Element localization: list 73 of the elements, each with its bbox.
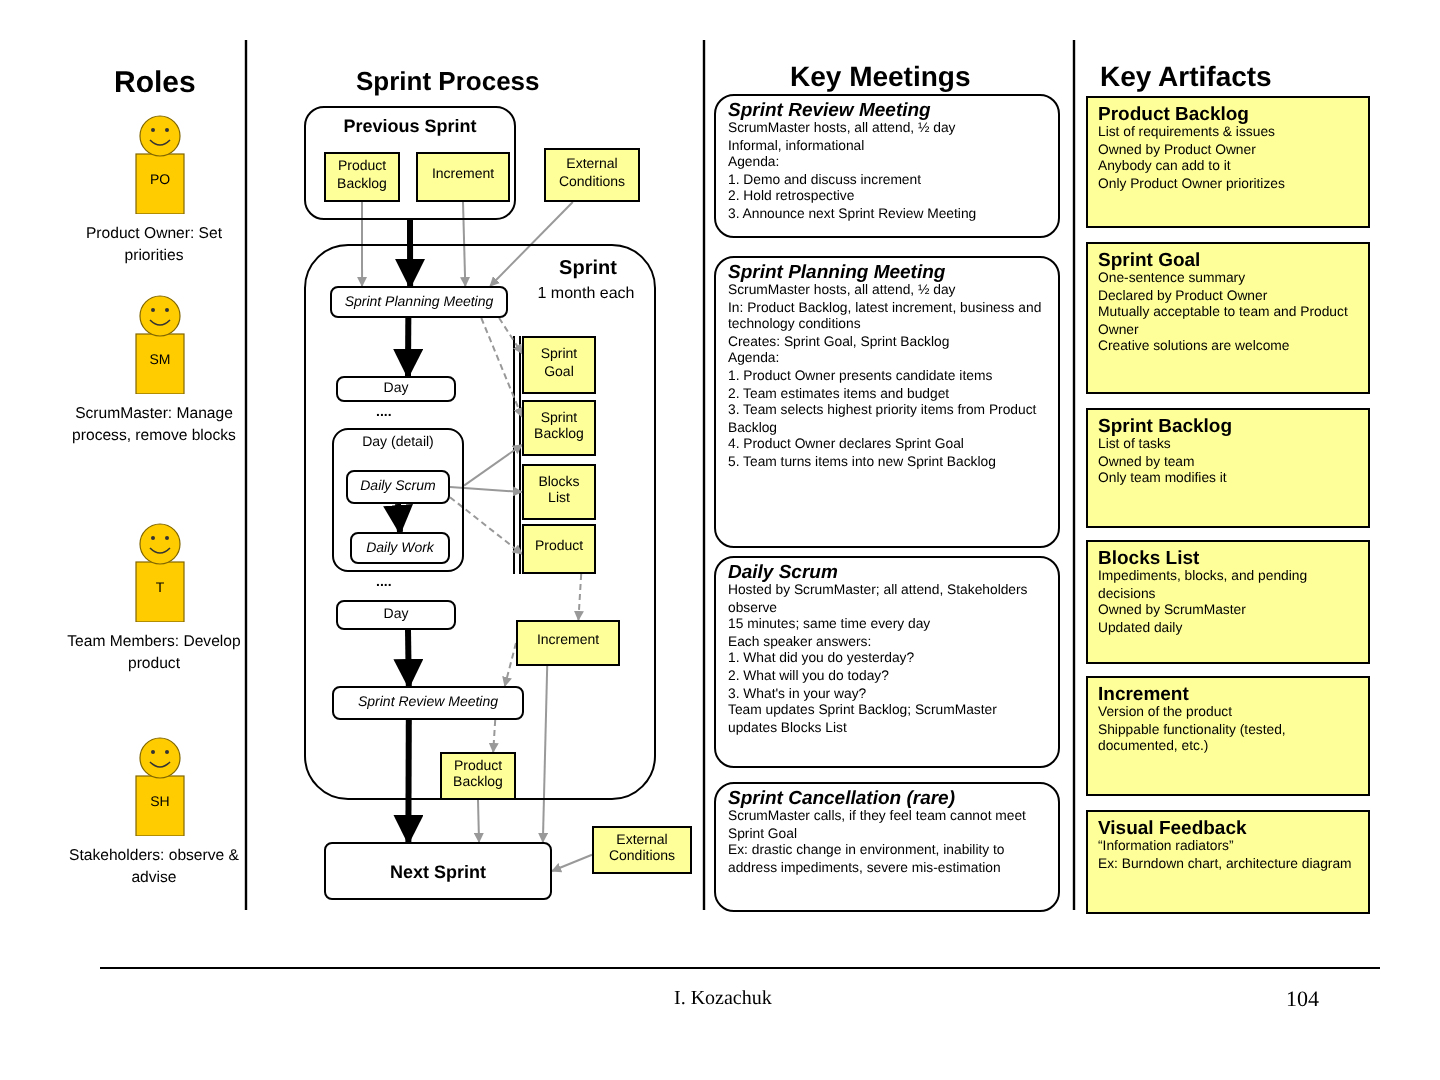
artifact-card (1086, 540, 1370, 664)
card-heading: Increment (1098, 684, 1191, 706)
arrow (393, 720, 424, 845)
card-heading: Product Backlog (1098, 104, 1251, 126)
arrow (551, 853, 593, 873)
artifact-card (1086, 96, 1370, 228)
arrow (460, 201, 471, 287)
person-figure (130, 294, 190, 394)
meeting-card (714, 256, 1060, 548)
card-heading: Sprint Review Meeting (728, 100, 933, 122)
process-box (346, 470, 450, 504)
meeting-card (714, 782, 1060, 912)
column-heading: Key Artifacts (1100, 60, 1272, 92)
arrow (395, 220, 426, 289)
rounded-container (304, 106, 516, 220)
card-heading: Sprint Backlog (1098, 416, 1235, 438)
process-box (324, 842, 552, 900)
arrow (489, 201, 574, 287)
arrow (473, 799, 484, 843)
process-box (416, 152, 510, 202)
meeting-card (714, 94, 1060, 238)
column-heading: Sprint Process (356, 66, 540, 96)
process-box (336, 376, 456, 402)
arrow (357, 201, 368, 287)
artifact-card (1086, 676, 1370, 796)
process-box (440, 752, 516, 800)
arrow (449, 486, 523, 497)
arrow (393, 629, 424, 689)
arrow (393, 317, 424, 379)
process-box (522, 336, 596, 394)
card-heading: Sprint Goal (1098, 250, 1203, 272)
arrow (488, 719, 499, 753)
column-heading: Roles (114, 66, 196, 100)
arrow (498, 317, 523, 355)
process-box (522, 464, 596, 520)
author-name: I. Kozachuk (674, 988, 772, 1010)
meeting-card (714, 556, 1060, 768)
process-box (330, 286, 508, 318)
process-box (522, 400, 596, 456)
box-label: Sprint (557, 258, 619, 280)
arrow (383, 503, 414, 535)
arrow (463, 443, 523, 487)
artifact-card (1086, 242, 1370, 394)
process-box (522, 524, 596, 574)
box-label: Next Sprint (389, 861, 486, 881)
page-number: 104 (1286, 988, 1319, 1012)
arrow (480, 317, 524, 418)
process-box (544, 148, 640, 202)
process-box (516, 620, 620, 666)
arrow (449, 496, 523, 555)
process-box (350, 532, 450, 564)
process-box (324, 152, 400, 202)
arrow (502, 642, 517, 687)
card-heading: Sprint Planning Meeting (728, 262, 948, 284)
box-label: Previous Sprint (341, 116, 479, 136)
artifact-card (1086, 810, 1370, 914)
person-figure (130, 736, 190, 836)
column-heading: Key Meetings (790, 60, 971, 92)
rounded-container (304, 244, 656, 800)
arrow (573, 573, 584, 621)
process-box (592, 826, 692, 874)
artifact-card (1086, 408, 1370, 528)
arrow (538, 665, 549, 843)
card-heading: Visual Feedback (1098, 818, 1249, 840)
card-heading: Daily Scrum (728, 562, 840, 584)
process-box (336, 600, 456, 630)
person-figure (130, 114, 190, 214)
rounded-container (332, 428, 464, 572)
box-sublabel: 1 month each (535, 284, 637, 302)
card-heading: Blocks List (1098, 548, 1202, 570)
card-heading: Sprint Cancellation (rare) (728, 788, 957, 810)
process-box (332, 686, 524, 720)
person-figure (130, 522, 190, 622)
